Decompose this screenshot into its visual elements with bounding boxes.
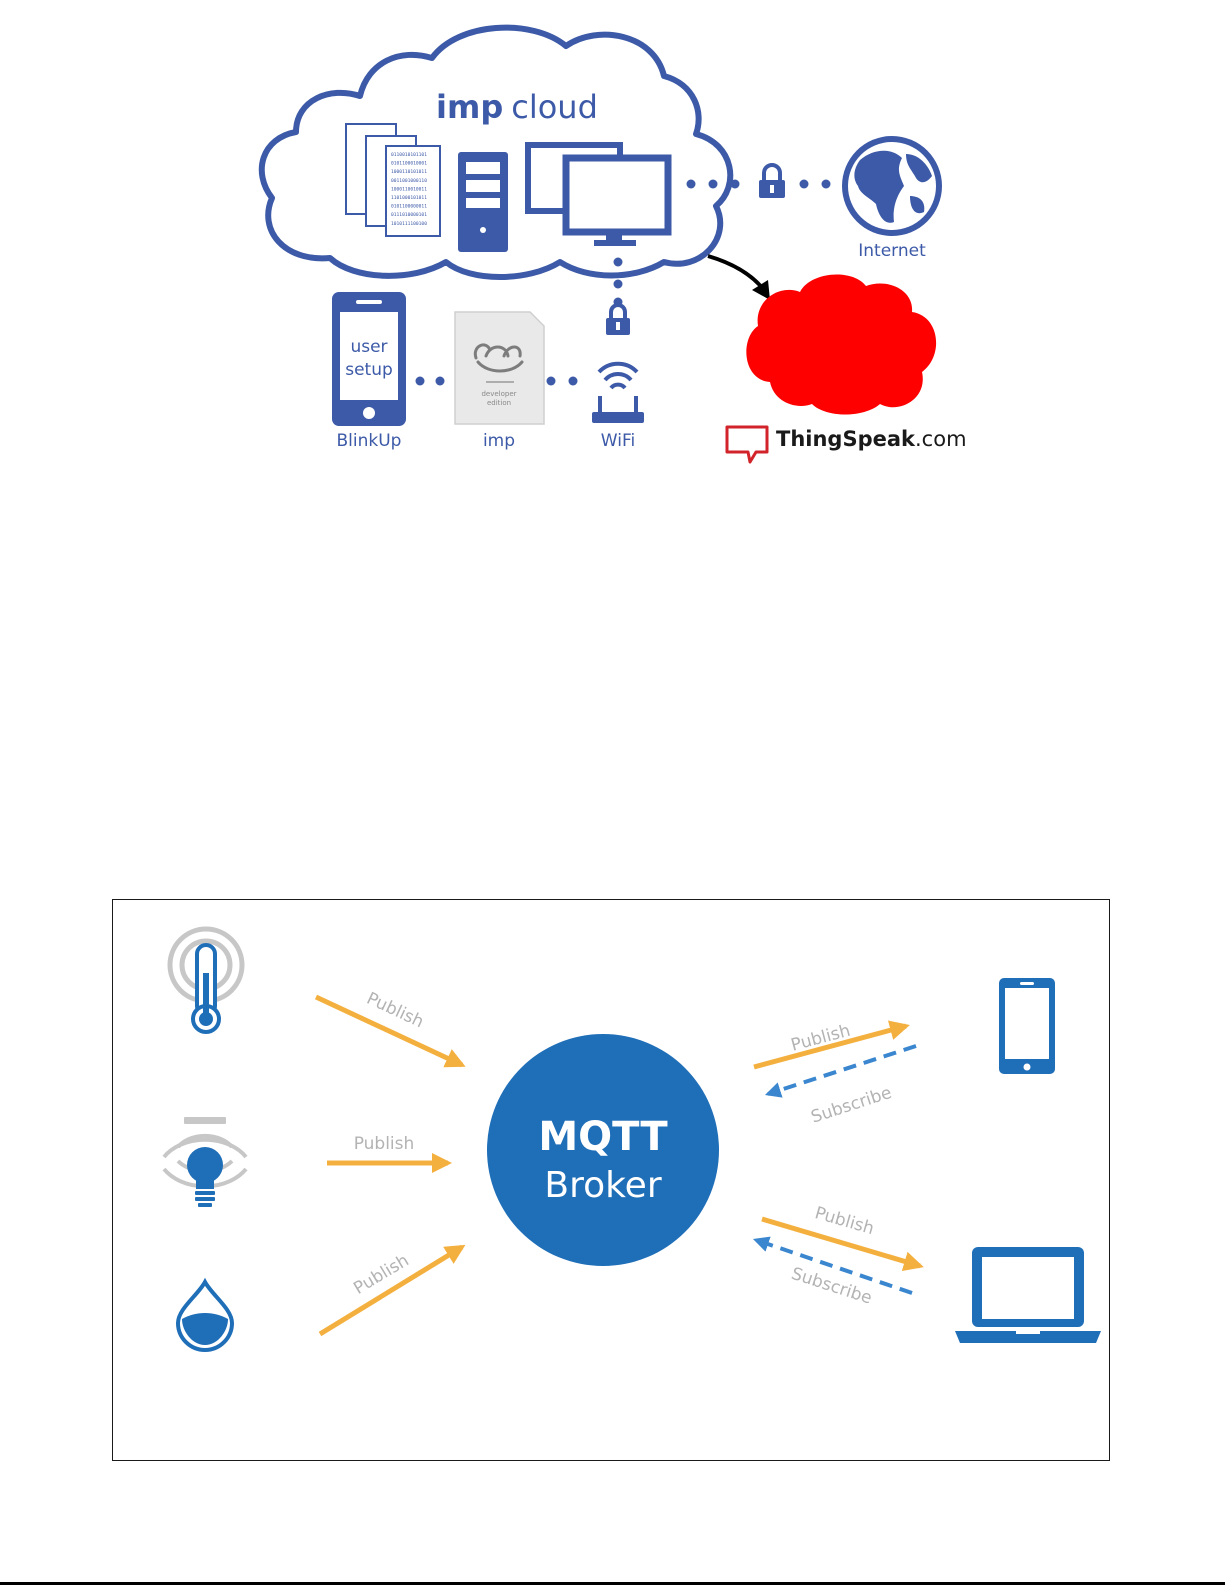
- wifi-router-icon: [592, 364, 644, 423]
- binary-row: 0111010000101: [391, 212, 427, 218]
- broker-title: MQTT: [538, 1114, 668, 1160]
- wifi-connection-dots: [614, 258, 623, 307]
- publish-label: Publish: [354, 1134, 415, 1154]
- mqtt-diagram: MQTT Broker: [112, 899, 1110, 1461]
- thingspeak-cloud-shape: [746, 275, 936, 415]
- globe-icon: [842, 136, 942, 236]
- svg-text:setup: setup: [345, 360, 393, 380]
- thingspeak-logo: ThingSpeak.com: [727, 427, 967, 462]
- mqtt-broker: MQTT Broker: [487, 1034, 719, 1266]
- wifi-label: WiFi: [601, 431, 635, 451]
- smartphone-icon: [999, 978, 1055, 1074]
- server-tower-icon: [458, 152, 508, 252]
- binary-row: 0110010101101: [391, 152, 427, 158]
- thingspeak-arrow: [708, 256, 770, 300]
- imp-card-icon: developer edition: [455, 312, 544, 424]
- binary-row: 1000110010011: [391, 186, 427, 192]
- blinkup-label: BlinkUp: [337, 431, 402, 451]
- imp-label: imp: [483, 431, 515, 451]
- broker-subtitle: Broker: [544, 1165, 661, 1206]
- binary-row: 1000110101011: [391, 169, 427, 175]
- binary-row: 0011001000110: [391, 178, 427, 184]
- svg-text:ThingSpeak.com: ThingSpeak.com: [776, 427, 967, 451]
- lock-icon: [759, 165, 785, 198]
- svg-text:developer: developer: [481, 390, 516, 398]
- binary-row: 1010111100100: [391, 221, 427, 227]
- binary-row: 0101100000011: [391, 204, 427, 210]
- binary-row: 0101100010001: [391, 161, 427, 167]
- binary-row: 1101000101011: [391, 195, 427, 201]
- svg-text:user: user: [350, 337, 387, 357]
- lock-icon: [606, 305, 630, 335]
- internet-label: Internet: [858, 241, 926, 261]
- smartphone-icon: user setup: [332, 292, 406, 426]
- svg-text:edition: edition: [487, 399, 511, 407]
